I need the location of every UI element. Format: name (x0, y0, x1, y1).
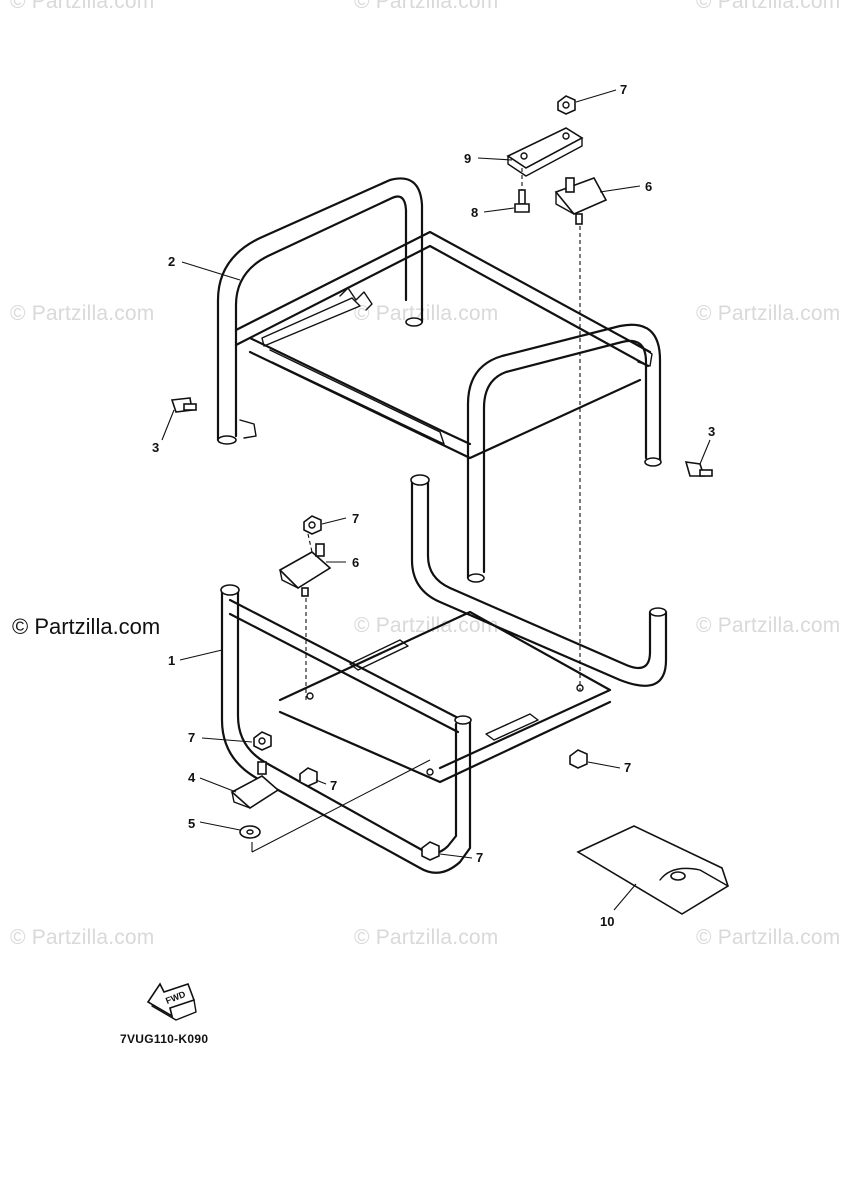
watermark: © Partzilla.com (696, 926, 841, 949)
rubber-mount (230, 761, 280, 810)
callout-10: 10 (600, 914, 614, 929)
lower-frame (220, 474, 668, 874)
rubber-mount (278, 543, 332, 597)
watermark: © Partzilla.com (354, 302, 499, 325)
watermark: © Partzilla.com (696, 302, 841, 325)
callout-7: 7 (476, 850, 483, 865)
watermark: © Partzilla.com (10, 926, 155, 949)
nut (557, 95, 576, 115)
leader-lines (161, 89, 711, 911)
bracket-plate (506, 127, 584, 177)
watermark: © Partzilla.com (354, 0, 499, 13)
callout-6: 6 (352, 555, 359, 570)
callout-7: 7 (620, 82, 627, 97)
watermark: © Partzilla.com (10, 302, 155, 325)
nut (299, 767, 318, 787)
nut (253, 731, 272, 751)
fwd-arrow-icon: FWD (146, 982, 197, 1021)
copyright-text: © Partzilla.com (12, 614, 161, 639)
washer (239, 825, 261, 839)
callout-9: 9 (464, 151, 471, 166)
callout-7: 7 (352, 511, 359, 526)
diagram-code: 7VUG110-K090 (120, 1032, 209, 1046)
callout-6: 6 (645, 179, 652, 194)
nut (569, 749, 588, 769)
callout-8: 8 (471, 205, 478, 220)
grommet (170, 397, 197, 413)
callout-4: 4 (188, 770, 196, 785)
callout-7: 7 (188, 730, 195, 745)
watermark: © Partzilla.com (696, 614, 841, 637)
callout-7: 7 (624, 760, 631, 775)
callout-2: 2 (168, 254, 175, 269)
callout-7: 7 (330, 778, 337, 793)
watermark: © Partzilla.com (354, 926, 499, 949)
grommet (684, 461, 713, 477)
callout-3: 3 (152, 440, 159, 455)
nut (303, 515, 322, 535)
watermark: © Partzilla.com (10, 0, 155, 13)
watermark: © Partzilla.com (354, 614, 499, 637)
nut (421, 841, 440, 861)
callout-3: 3 (708, 424, 715, 439)
bolt (514, 189, 530, 213)
callout-5: 5 (188, 816, 195, 831)
callout-1: 1 (168, 653, 175, 668)
rubber-mount (554, 177, 608, 225)
upper-frame (216, 177, 662, 583)
rubber-pad (576, 825, 729, 915)
watermark: © Partzilla.com (696, 0, 841, 13)
